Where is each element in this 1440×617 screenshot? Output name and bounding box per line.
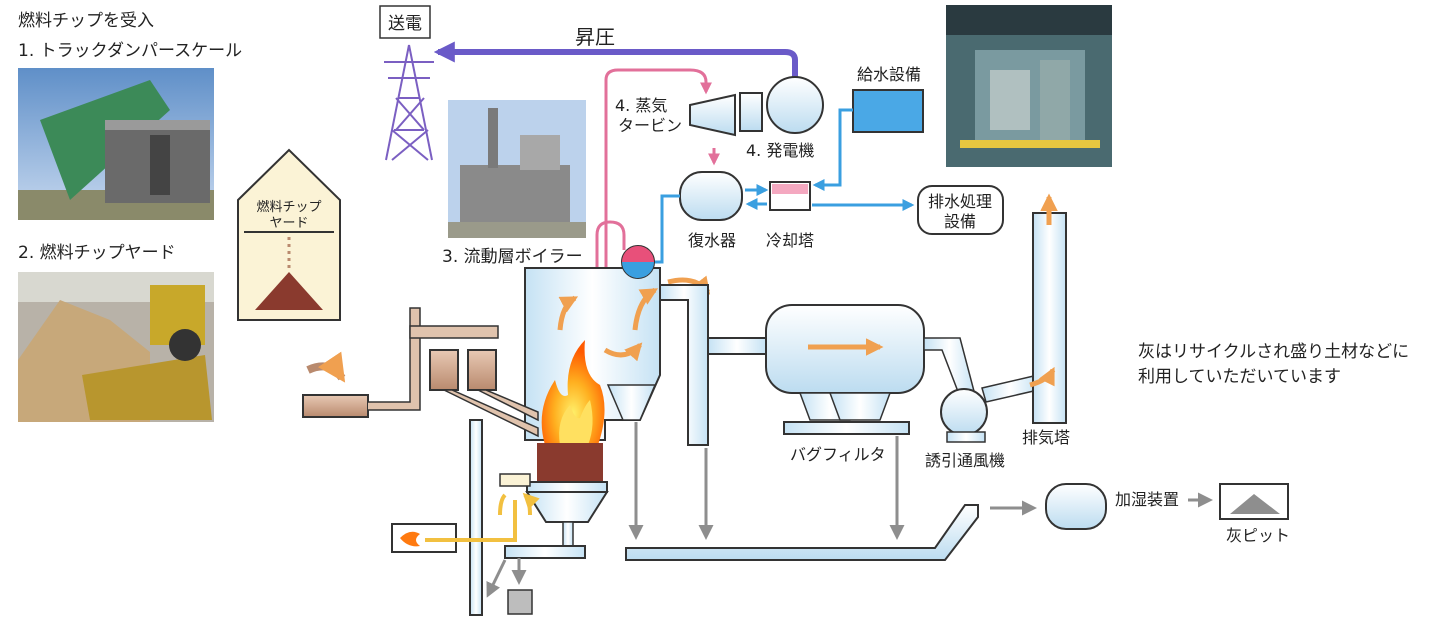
fuel-chute-2 (477, 389, 539, 422)
turbine-label-1: 4. 蒸気 (615, 96, 667, 115)
fire-icon (541, 340, 605, 445)
generator (766, 76, 824, 134)
induced-draft-fan (940, 388, 988, 436)
boiler-label: 3. 流動層ボイラー (442, 247, 583, 267)
air-line (425, 500, 517, 542)
steam-drum-water (622, 246, 654, 262)
transmission-tower (384, 44, 434, 161)
wastewater-label-1: 排水処理 (928, 192, 992, 211)
fuel-feed-arrow (306, 351, 346, 383)
humidifier (1045, 483, 1107, 530)
induced-fan-label: 誘引通風機 (925, 451, 1005, 470)
fly-ash-conveyor (625, 504, 979, 561)
fan-base (946, 431, 986, 443)
yard-label-1: 燃料チップ (256, 199, 321, 215)
ash-hopper (525, 491, 609, 523)
fluidized-bed (537, 443, 603, 481)
condenser-to-drum-line (652, 194, 680, 264)
ash-pile (1230, 494, 1280, 514)
cooling-tower-top (772, 184, 808, 194)
chip-yard-photo (18, 272, 214, 422)
bottom-ash-bin (507, 589, 533, 615)
boost-label: 昇圧 (575, 25, 615, 49)
exhaust-tower-label: 排気塔 (1022, 428, 1070, 447)
boiler-building-photo (448, 100, 586, 238)
steam-return-line (595, 220, 626, 340)
ash-elevator (469, 419, 483, 616)
cooling-tower-label: 冷却塔 (766, 231, 814, 250)
turbine-label-2: タービン (618, 116, 682, 135)
fuel-top-conveyor (409, 325, 499, 339)
note-line-2: 利用していただいています (1138, 367, 1341, 387)
exhaust-stack (1032, 212, 1067, 424)
wastewater-box (917, 185, 1004, 235)
condenser (679, 171, 743, 221)
fan-to-stack-duct (981, 374, 1039, 403)
turbine-coupling (739, 92, 763, 132)
humidifier-label: 加湿装置 (1115, 490, 1179, 509)
generator-label: 4. 発電機 (746, 141, 814, 160)
turbine-hall-photo (946, 5, 1112, 167)
fuel-silo-2 (467, 349, 497, 391)
boiler-hopper (606, 384, 657, 421)
water-supply-box (852, 89, 924, 133)
steam-drum-lower (622, 262, 654, 278)
ash-hopper-top (526, 481, 608, 493)
flue-duct (659, 284, 709, 446)
bag-filter-label: バグフィルタ (790, 445, 886, 464)
condenser-label: 復水器 (688, 231, 736, 250)
bottom-conveyor (504, 545, 586, 559)
gas-flow-arrow-2 (632, 287, 659, 331)
intro-item-chip-yard: 2. 燃料チップヤード (18, 243, 176, 263)
bag-filter-base (783, 421, 910, 435)
note-line-1: 灰はリサイクルされ盛り土材などに (1138, 342, 1410, 362)
steam-line (604, 68, 712, 340)
power-transmission-box (379, 5, 431, 39)
water-supply-line (812, 108, 853, 191)
ash-pit-label: 灰ピット (1226, 526, 1290, 545)
duct-to-bagfilter (707, 337, 767, 355)
elevator-out-arrow (486, 559, 507, 598)
stack-flow-arrow (1029, 366, 1056, 388)
fuel-silo-1 (429, 349, 459, 391)
air-branch (498, 495, 530, 516)
fuel-conveyor (368, 307, 421, 411)
water-supply-label: 給水設備 (857, 65, 921, 84)
yard-label-2: ヤード (269, 216, 308, 231)
fuel-chip-yard (237, 148, 341, 321)
ash-hopper-neck (562, 521, 574, 548)
wastewater-label-2: 設備 (944, 212, 976, 231)
truck-dumper-photo (18, 68, 214, 220)
fuel-feeder (302, 394, 369, 418)
power-transmission-label: 送電 (388, 14, 422, 34)
gas-flow-arrow-1 (557, 295, 579, 331)
power-line (433, 41, 798, 78)
ash-recycle-note: 灰はリサイクルされ盛り土材などに 利用していただいています (1138, 340, 1409, 390)
burner-flame-icon (400, 531, 420, 547)
air-distributor (499, 473, 531, 487)
fuel-chute-1 (443, 389, 539, 438)
intro-item-truck-dumper: 1. トラックダンパースケール (18, 41, 243, 61)
intro-heading: 燃料チップを受入 (18, 11, 154, 31)
bag-filter-hopper-2 (828, 392, 892, 421)
gas-flow-arrow-3 (603, 342, 643, 362)
steam-turbine (689, 93, 736, 137)
